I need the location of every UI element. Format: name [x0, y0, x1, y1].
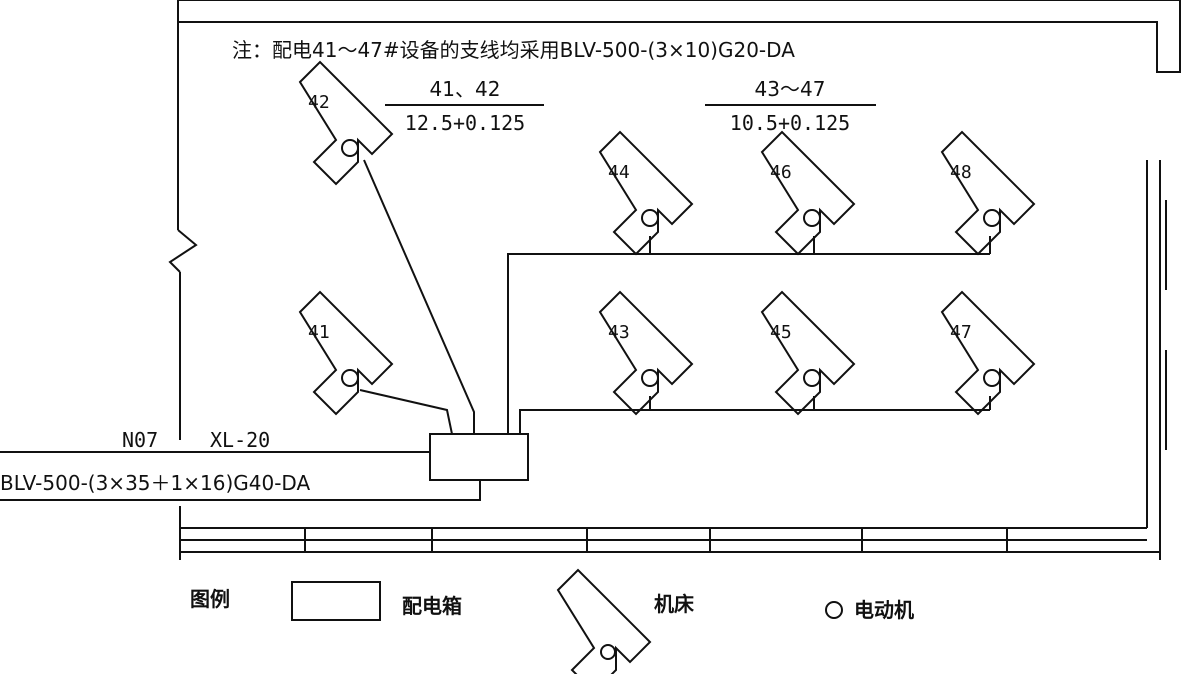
machine-42[interactable]: 42	[299, 61, 393, 185]
motor-43	[641, 369, 659, 387]
machine-46[interactable]: 46	[761, 131, 855, 255]
legend-title: 图例	[190, 587, 230, 611]
trunk-lower-row	[519, 409, 990, 434]
machine-43[interactable]: 43	[599, 291, 693, 415]
fraction-right-numerator: 43～47	[755, 77, 826, 101]
machine-label-44: 44	[608, 162, 630, 183]
fraction-left: 41、42 12.5+0.125	[385, 77, 544, 135]
machine-44[interactable]: 44	[599, 131, 693, 255]
wiring	[0, 159, 991, 501]
legend-motor-label: 电动机	[854, 598, 914, 622]
fraction-left-denominator: 12.5+0.125	[405, 111, 525, 135]
machine-label-41: 41	[308, 322, 330, 343]
feeder-code: N07	[122, 428, 158, 452]
legend-panel-symbol	[291, 581, 381, 621]
motor-41	[341, 369, 359, 387]
legend: 图例 配电箱 机床 电动机	[190, 569, 914, 679]
legend-motor-symbol	[825, 601, 843, 619]
legend-machine-symbol	[557, 569, 651, 679]
motor-48	[983, 209, 1001, 227]
outer-wall	[177, 0, 1181, 230]
motor-46	[803, 209, 821, 227]
building-walls	[168, 0, 1181, 560]
machine-48[interactable]: 48	[941, 131, 1035, 255]
machine-47[interactable]: 47	[941, 291, 1035, 415]
machine-41[interactable]: 41	[299, 291, 393, 415]
machines: 42 44 46 48 41 43 45 47	[299, 61, 1035, 415]
legend-machine-label: 机床	[654, 592, 695, 616]
fraction-right-denominator: 10.5+0.125	[730, 111, 850, 135]
motor-44	[641, 209, 659, 227]
feeder-bottom-line	[0, 480, 481, 501]
motor-47	[983, 369, 1001, 387]
machine-label-46: 46	[770, 162, 792, 183]
motor-42	[341, 139, 359, 157]
machine-label-48: 48	[950, 162, 972, 183]
legend-panel-label: 配电箱	[402, 594, 462, 618]
branch-42	[363, 159, 475, 434]
branch-41	[359, 389, 453, 435]
machine-label-47: 47	[950, 322, 972, 343]
machine-label-45: 45	[770, 322, 792, 343]
fraction-right: 43～47 10.5+0.125	[705, 77, 876, 135]
machine-label-43: 43	[608, 322, 630, 343]
distribution-panel[interactable]	[429, 433, 529, 481]
trunk-upper-row	[507, 253, 990, 434]
feeder-cable-spec: BLV-500-(3×35＋1×16)G40-DA	[0, 471, 310, 495]
feeder-box-name: XL-20	[210, 428, 270, 452]
note-text: 注：配电41～47#设备的支线均采用BLV-500-(3×10)G20-DA	[232, 38, 795, 62]
bottom-window-ticks	[304, 528, 1008, 552]
machine-45[interactable]: 45	[761, 291, 855, 415]
machine-label-42: 42	[308, 92, 330, 113]
left-wall-break	[168, 229, 198, 273]
fraction-left-numerator: 41、42	[430, 77, 501, 101]
motor-45	[803, 369, 821, 387]
